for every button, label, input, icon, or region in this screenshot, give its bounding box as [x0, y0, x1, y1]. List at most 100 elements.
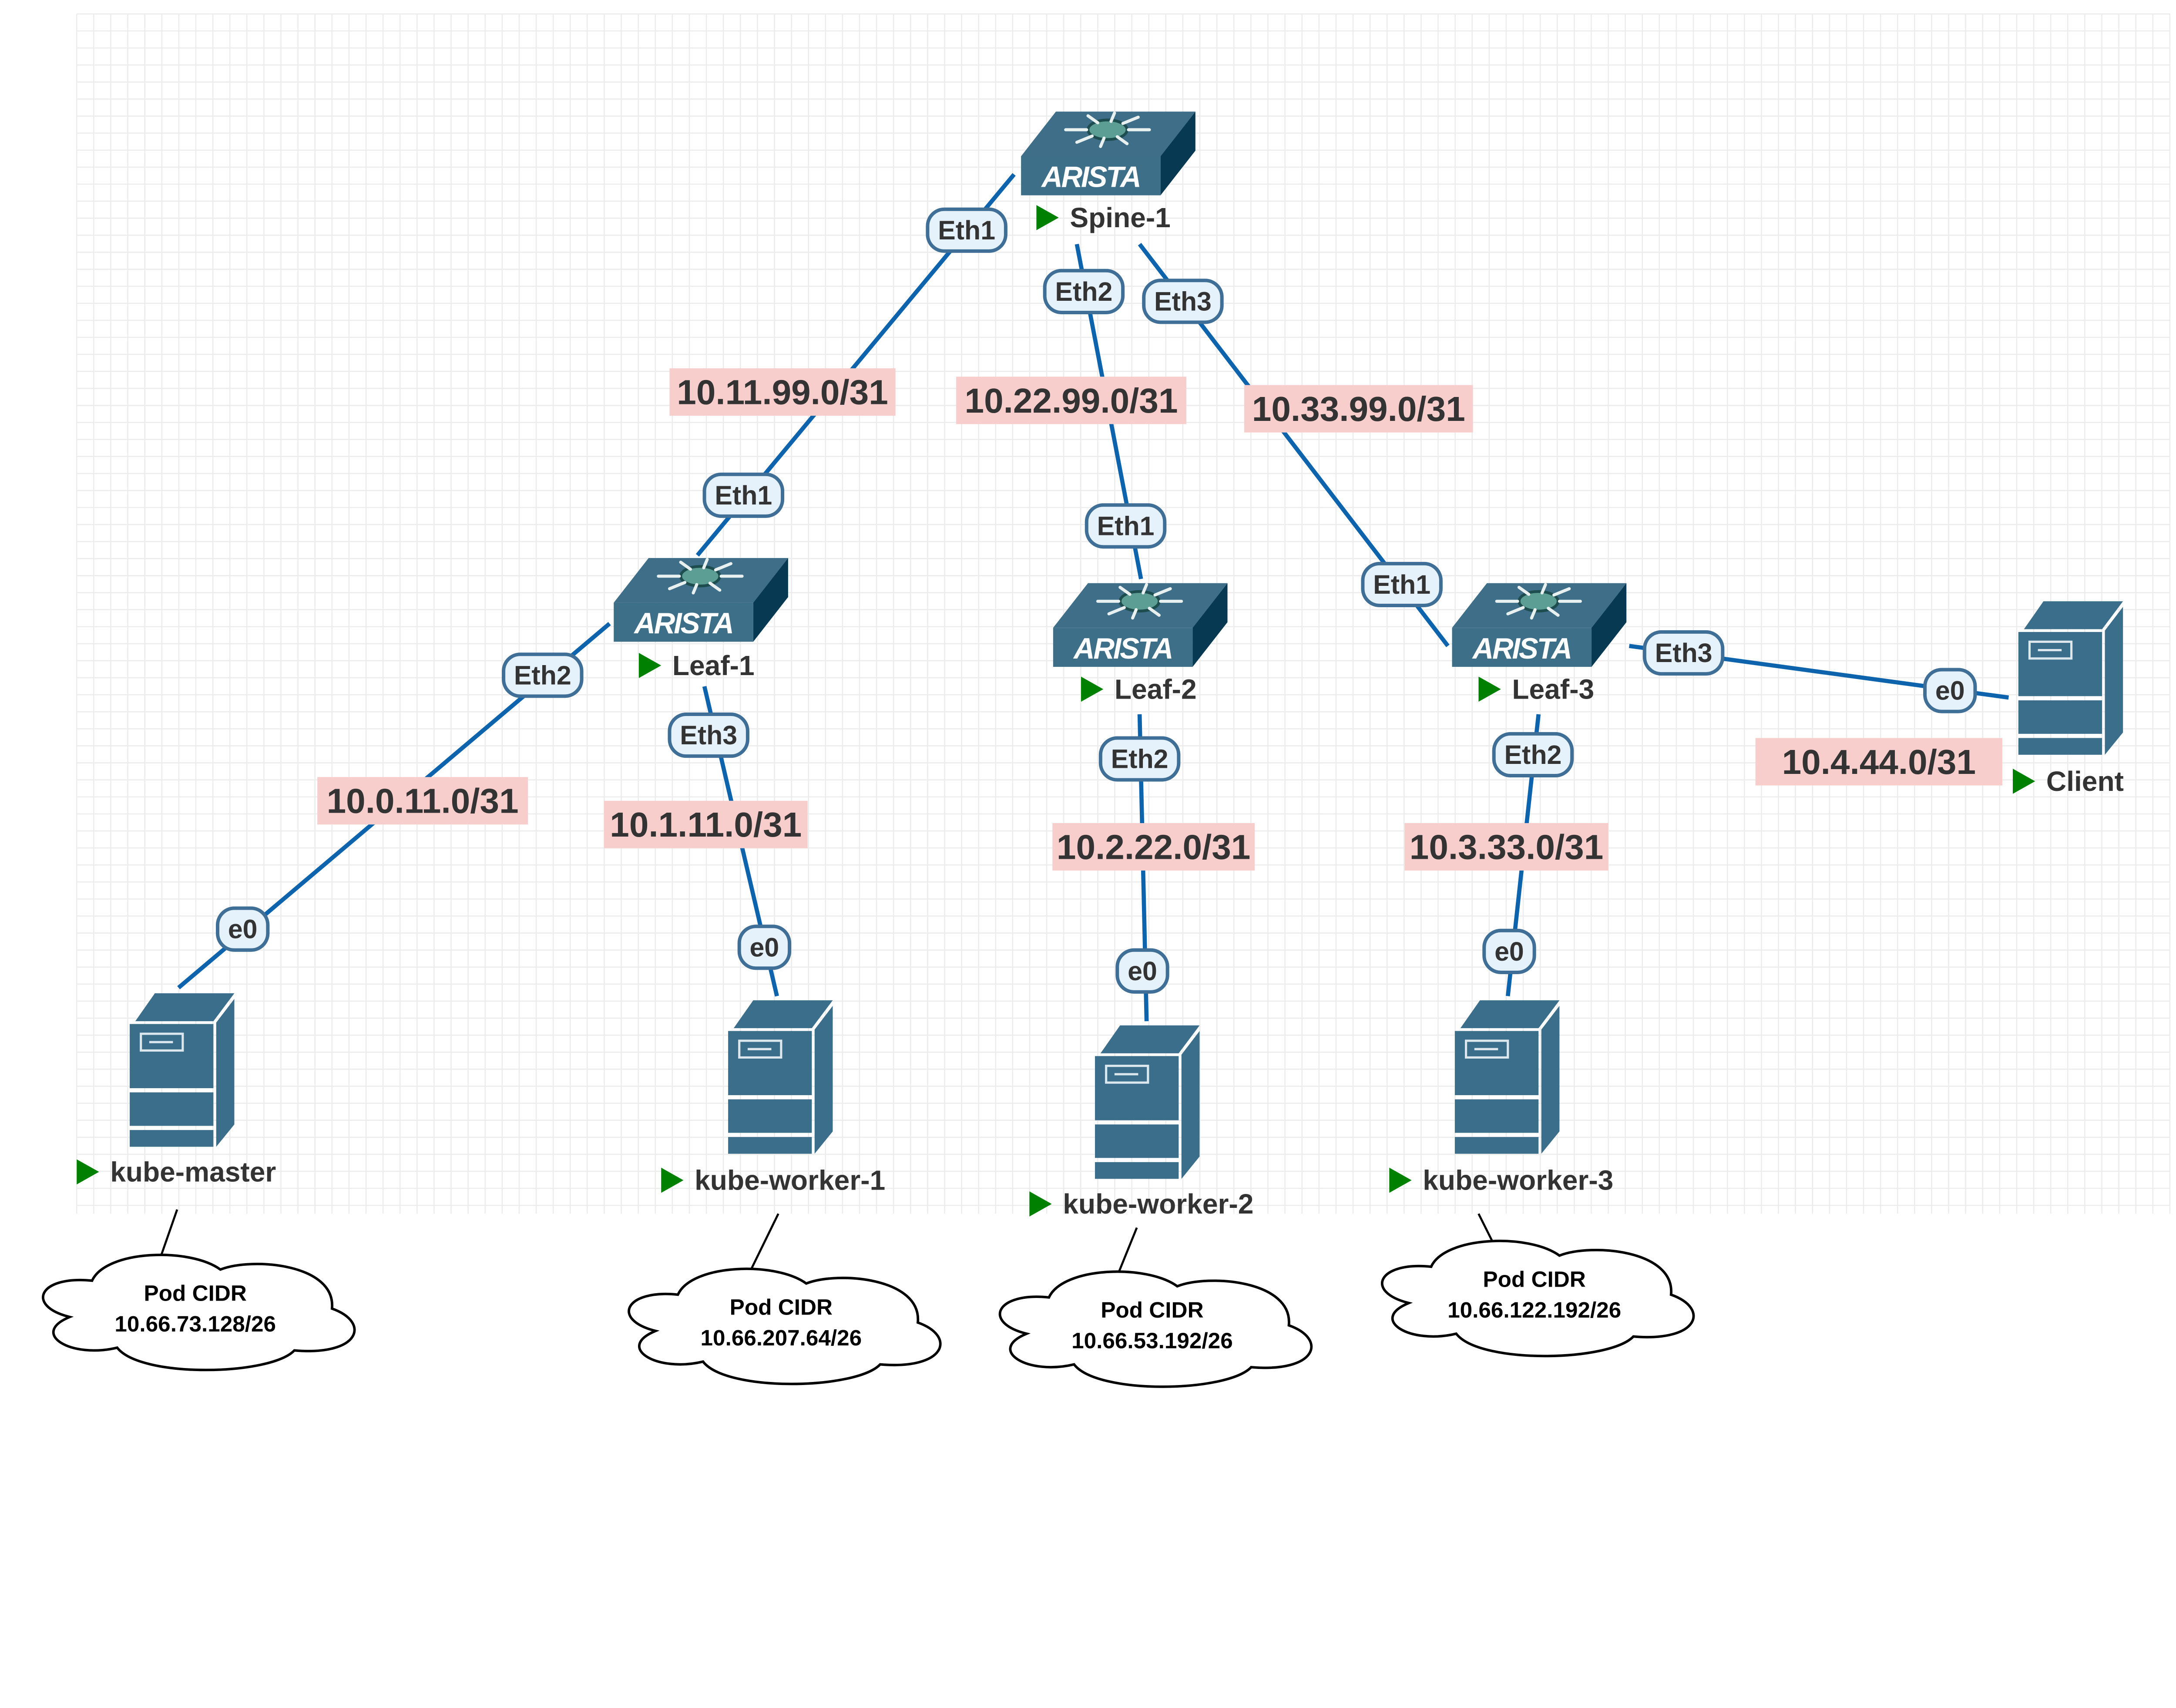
port-label-eth3[interactable]: Eth3: [1142, 279, 1224, 324]
port-label-bg[interactable]: [1115, 948, 1169, 994]
port-label-bg[interactable]: [668, 713, 749, 758]
port-label-bg[interactable]: [1043, 269, 1125, 314]
server-drive-bay: [140, 1032, 184, 1052]
subnet-label-bg: [604, 800, 808, 848]
server-front-lower: [2018, 738, 2102, 755]
link-leaf1-master[interactable]: 10.0.11.0/31 Eth2 e0: [177, 622, 611, 989]
switch-arrow: [1517, 585, 1531, 596]
server-icon[interactable]: [2018, 601, 2123, 755]
arista-switch-icon[interactable]: ARISTA: [614, 558, 788, 642]
cloud-cidr: 10.66.73.128/26: [114, 1311, 276, 1336]
port-label-e0[interactable]: e0: [1923, 668, 1977, 713]
switch-arrow: [1121, 115, 1140, 125]
server-top: [733, 1000, 833, 1029]
port-label-eth1[interactable]: Eth1: [1361, 561, 1443, 608]
server-front-middle: [1454, 1099, 1539, 1133]
switch-front: [1053, 628, 1193, 667]
server-icon[interactable]: [1095, 1025, 1200, 1179]
cloud-title: Pod CIDR: [1483, 1267, 1585, 1292]
server-side: [814, 1005, 833, 1154]
cloud-icon: [42, 1254, 356, 1372]
switch-front: [1452, 628, 1592, 667]
port-label-eth1[interactable]: Eth1: [1085, 503, 1167, 549]
cloud-cidr: 10.66.207.64/26: [701, 1325, 862, 1350]
server-icon[interactable]: [728, 1000, 833, 1154]
subnet-label: 10.0.11.0/31: [317, 777, 528, 825]
port-label-bg[interactable]: [737, 925, 792, 970]
node-kube-worker-2[interactable]: kube-worker-2: [1029, 1025, 1253, 1220]
port-label-bg[interactable]: [1361, 561, 1443, 608]
subnet-label: 10.1.11.0/31: [604, 800, 808, 848]
switch-arrow: [702, 558, 709, 570]
port-label-text: Eth2: [514, 660, 571, 690]
port-label-eth1[interactable]: Eth1: [702, 472, 785, 518]
link-leaf3-client[interactable]: 10.4.44.0/31 Eth3 e0: [1629, 630, 2009, 786]
port-label-text: e0: [750, 932, 779, 962]
port-label-e0[interactable]: e0: [1482, 928, 1536, 974]
switch-arrow: [1099, 136, 1106, 148]
arista-switch-icon[interactable]: ARISTA: [1452, 583, 1627, 667]
port-label-eth2[interactable]: Eth2: [1098, 736, 1181, 782]
server-icon[interactable]: [130, 993, 235, 1147]
server-front-lower: [130, 1130, 214, 1147]
subnet-label: 10.33.99.0/31: [1244, 385, 1473, 433]
port-label-e0[interactable]: e0: [737, 925, 792, 970]
port-label-bg[interactable]: [1482, 928, 1536, 974]
subnet-label-text: 10.4.44.0/31: [1782, 742, 1976, 781]
subnet-label-bg: [669, 368, 896, 416]
node-kube-worker-1[interactable]: kube-worker-1: [661, 1000, 885, 1196]
port-label-eth3[interactable]: Eth3: [1642, 630, 1725, 676]
server-drive-bay: [1465, 1039, 1509, 1059]
link-leaf1-w1[interactable]: 10.1.11.0/31 Eth3 e0: [604, 686, 808, 997]
port-label-bg[interactable]: [926, 207, 1007, 253]
server-top: [1460, 1000, 1560, 1029]
port-label-eth3[interactable]: Eth3: [668, 713, 749, 758]
arista-switch-icon[interactable]: ARISTA: [1053, 583, 1228, 667]
switch-hub: [1118, 590, 1161, 613]
port-label-eth2[interactable]: Eth2: [1492, 732, 1574, 778]
subnet-label: 10.11.99.0/31: [669, 368, 896, 416]
server-icon[interactable]: [1454, 1000, 1560, 1154]
port-label-eth1[interactable]: Eth1: [926, 207, 1007, 253]
port-label-bg[interactable]: [502, 652, 584, 698]
server-front-middle: [130, 1092, 214, 1126]
subnet-label-text: 10.22.99.0/31: [965, 381, 1178, 420]
port-label-eth2[interactable]: Eth2: [1043, 269, 1125, 314]
port-label-bg[interactable]: [1492, 732, 1574, 778]
port-label-bg[interactable]: [1142, 279, 1224, 324]
port-label-e0[interactable]: e0: [1115, 948, 1169, 994]
arista-switch-icon[interactable]: ARISTA: [1021, 111, 1195, 195]
port-label-bg[interactable]: [702, 472, 785, 518]
port-label-bg[interactable]: [215, 906, 270, 952]
arista-logo: ARISTA: [1472, 632, 1571, 665]
server-drive-bay: [1105, 1065, 1149, 1084]
switch-arrow: [1552, 587, 1571, 597]
port-label-bg[interactable]: [1098, 736, 1181, 782]
node-kube-worker-3[interactable]: kube-worker-3: [1389, 1000, 1613, 1196]
server-drive-bay: [2028, 640, 2073, 660]
port-label-bg[interactable]: [1923, 668, 1977, 713]
server-drive-bay: [738, 1039, 782, 1059]
cloud-shape: [1381, 1240, 1695, 1358]
switch-front: [1021, 156, 1161, 195]
port-label-bg[interactable]: [1642, 630, 1725, 676]
subnet-label-bg: [956, 377, 1186, 424]
switch-arrow: [1153, 587, 1172, 597]
port-label-bg[interactable]: [1085, 503, 1167, 549]
port-label-eth2[interactable]: Eth2: [502, 652, 584, 698]
node-kube-master[interactable]: kube-master: [77, 993, 276, 1187]
port-label-e0[interactable]: e0: [215, 906, 270, 952]
node-client[interactable]: Client: [2012, 601, 2124, 797]
cloud-shape: [998, 1270, 1313, 1388]
